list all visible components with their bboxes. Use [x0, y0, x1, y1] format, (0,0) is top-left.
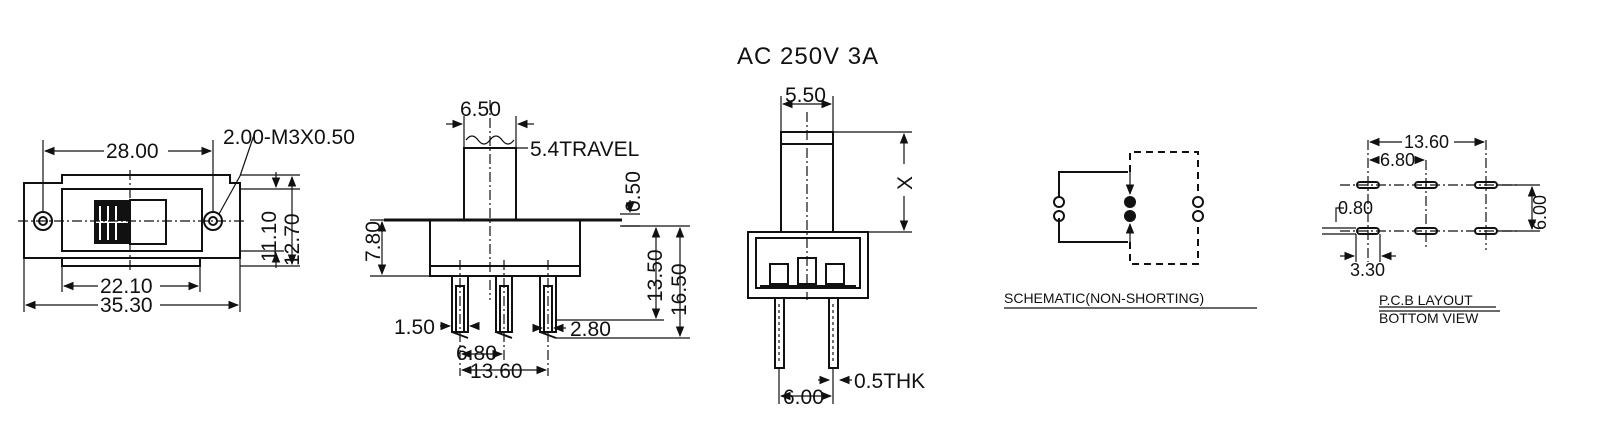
dim-pin-slot: 2.80	[570, 318, 611, 341]
schematic-terminal	[1053, 210, 1065, 222]
dim-hole-spec: 2.00-M3X0.50	[223, 126, 355, 149]
dim-pin-width: 1.50	[394, 316, 435, 339]
side-view: 6.50 5.4TRAVEL 0.50 7.80 13.50 16.50 1.5…	[362, 98, 691, 383]
pcb-caption-line1: P.C.B LAYOUT	[1379, 292, 1473, 308]
dim-end-actuator-width: 5.50	[785, 84, 826, 107]
dim-plate-height: 12.70	[281, 213, 304, 266]
schematic: SCHEMATIC(NON-SHORTING)	[1004, 151, 1257, 309]
rating-label: AC 250V 3A	[737, 43, 879, 70]
end-view: 5.50 X 6.00 0.5THK	[747, 84, 925, 409]
dim-pin-spacing: 6.00	[783, 386, 824, 409]
pcb-dim-slot-length: 3.30	[1350, 260, 1385, 280]
pcb-slots	[1356, 181, 1498, 235]
pcb-dim-row-spacing: 6.00	[1530, 195, 1550, 230]
pcb-dim-span: 13.60	[1404, 132, 1449, 152]
pcb-layout: 13.60 6.80 0.80 6.00 3.30 P.C.B LAYOUT B…	[1322, 132, 1550, 326]
front-view: 28.00 2.00-M3X0.50 22.10 35.30 11.10 12.…	[18, 126, 355, 317]
schematic-caption: SCHEMATIC(NON-SHORTING)	[1004, 290, 1204, 306]
dim-total-height: 16.50	[668, 263, 691, 316]
dim-actuator-width: 6.50	[460, 98, 501, 121]
pcb-dim-pitch: 6.80	[1380, 150, 1415, 170]
dim-body-to-pin: 13.50	[644, 249, 667, 302]
dim-travel: 5.4TRAVEL	[530, 138, 639, 161]
schematic-terminal	[1053, 196, 1065, 208]
schematic-common	[1124, 210, 1136, 222]
dim-plate-thk: 0.50	[622, 171, 645, 212]
schematic-terminal	[1192, 196, 1204, 208]
dim-pin-thk: 0.5THK	[854, 370, 925, 393]
dim-body-height: 11.10	[258, 211, 281, 262]
dim-pin-span: 13.60	[470, 360, 523, 383]
dim-actuator-height: 7.80	[362, 221, 385, 262]
dim-overall-length: 35.30	[100, 294, 153, 317]
dim-mount-pitch: 28.00	[106, 140, 159, 163]
pcb-dim-slot-width: 0.80	[1338, 198, 1373, 218]
schematic-terminal	[1192, 210, 1204, 222]
pcb-caption-line2: BOTTOM VIEW	[1379, 310, 1479, 326]
dim-pin-pitch: 6.80	[456, 342, 497, 365]
dim-actuator-var: X	[894, 176, 917, 190]
schematic-common	[1124, 196, 1136, 208]
dim-inner-width: 22.10	[100, 275, 153, 298]
